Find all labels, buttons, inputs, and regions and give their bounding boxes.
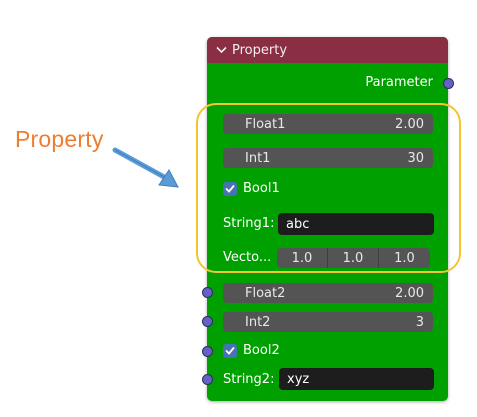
int1-label: Int1 xyxy=(245,150,271,166)
float1-field[interactable]: Float1 2.00 xyxy=(223,114,433,134)
bool2-checkbox[interactable] xyxy=(223,343,237,358)
node-header[interactable]: Property xyxy=(207,37,448,63)
int2-field[interactable]: Int2 3 xyxy=(223,312,433,332)
string2-label: String2: xyxy=(223,372,275,387)
annotation-label: Property xyxy=(15,126,104,152)
bool2-row[interactable]: Bool2 xyxy=(223,343,280,358)
float1-label: Float1 xyxy=(245,116,286,132)
bool2-label: Bool2 xyxy=(243,343,280,358)
int1-field[interactable]: Int1 30 xyxy=(223,148,433,168)
checkmark-icon xyxy=(225,346,235,355)
input-socket-float2[interactable] xyxy=(202,287,213,298)
bool1-checkbox[interactable] xyxy=(223,181,237,196)
output-socket-parameter[interactable] xyxy=(443,78,454,89)
input-socket-int2[interactable] xyxy=(202,316,213,327)
chevron-down-icon[interactable] xyxy=(216,46,227,54)
input-socket-string2[interactable] xyxy=(202,374,213,385)
bool1-row[interactable]: Bool1 xyxy=(223,181,280,196)
input-socket-bool2[interactable] xyxy=(202,346,213,357)
string1-input[interactable]: abc xyxy=(278,213,434,235)
output-label-parameter: Parameter xyxy=(365,75,433,90)
float2-value: 2.00 xyxy=(395,285,424,301)
vector-label: Vecto... xyxy=(223,250,272,265)
property-node[interactable]: Property Parameter Float1 2.00 Int1 30 B… xyxy=(207,37,448,401)
vector-x[interactable]: 1.0 xyxy=(277,248,328,268)
string2-input[interactable]: xyz xyxy=(279,368,434,390)
vector-z[interactable]: 1.0 xyxy=(379,248,430,268)
string1-label: String1: xyxy=(223,216,275,231)
bool1-label: Bool1 xyxy=(243,181,280,196)
node-title: Property xyxy=(232,42,288,58)
int2-value: 3 xyxy=(415,314,424,330)
property-group-highlight xyxy=(196,103,461,273)
int2-label: Int2 xyxy=(245,314,271,330)
checkmark-icon xyxy=(225,184,235,193)
annotation-arrow-icon xyxy=(112,147,179,188)
float2-label: Float2 xyxy=(245,285,286,301)
vector-field[interactable]: 1.0 1.0 1.0 xyxy=(277,248,430,268)
float1-value: 2.00 xyxy=(395,116,424,132)
vector-y[interactable]: 1.0 xyxy=(328,248,379,268)
float2-field[interactable]: Float2 2.00 xyxy=(223,283,433,303)
int1-value: 30 xyxy=(407,150,424,166)
